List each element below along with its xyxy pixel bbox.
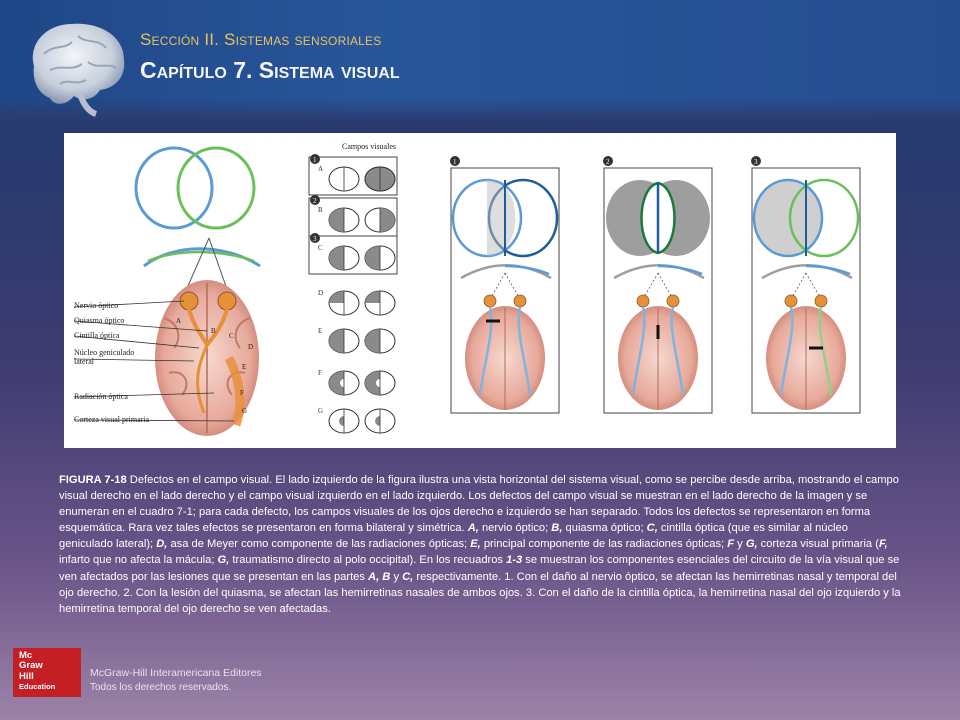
step-number-badge: [310, 154, 320, 164]
caption-segment: nervio óptico;: [478, 522, 552, 535]
rights-text: Todos los derechos reservados.: [90, 682, 232, 693]
lesion-mark: [809, 346, 823, 350]
step-number: 3: [313, 235, 317, 243]
visual-pathway-diagram: Nervio óptico Quiasma óptico Cintilla óp…: [73, 146, 261, 436]
caption-segment: E,: [470, 538, 481, 551]
caption-segment: D,: [156, 538, 168, 551]
lesion-mark: [656, 325, 660, 339]
label-lateral: lateral: [74, 357, 95, 366]
panel-number: 2: [606, 158, 610, 166]
visual-field-circle: [364, 408, 396, 434]
label-cintilla-optica: Cintilla óptica: [74, 331, 120, 340]
caption-segment: A, B: [368, 570, 391, 583]
step-number: 2: [313, 197, 317, 205]
section-title: Sección II. Sistemas sensoriales: [140, 30, 382, 49]
caption-text: Defectos en el campo visual. El lado izq…: [59, 474, 901, 615]
label-nervio-optico: Nervio óptico: [74, 301, 118, 310]
caption-segment: corteza visual primaria (: [757, 538, 879, 551]
visual-field-circle: [328, 166, 360, 192]
caption-segment: C,: [402, 570, 414, 583]
caption-segment: F: [727, 538, 735, 551]
caption-segment: respectivamente. 1. Con el daño al nervi…: [59, 570, 901, 615]
visual-field-circle: [364, 370, 396, 396]
panel-number: 3: [754, 158, 758, 166]
visual-field-circle: [364, 207, 396, 233]
visual-field-circle: [364, 166, 396, 192]
figure-panel: Nervio óptico Quiasma óptico Cintilla óp…: [64, 133, 896, 448]
lesion-panel-3: 3: [751, 156, 861, 414]
brain-letter-b: B: [211, 327, 216, 335]
visual-field-circle: [364, 245, 396, 271]
caption-segment: cintilla óptica (que es similar al núcle…: [59, 522, 848, 551]
logo-line-mc: Mc: [19, 650, 33, 661]
logo-line-hill: Hill: [19, 670, 34, 682]
label-corteza-visual-primaria: Corteza visual primaria: [74, 415, 150, 424]
logo-line-graw: Graw: [19, 660, 43, 672]
label-radiacion-optica: Radiación óptica: [74, 392, 128, 401]
lesion-panels: 1 2 3: [450, 156, 861, 414]
brain-icon: [32, 23, 125, 117]
chapter-title: Capítulo 7. Sistema visual: [140, 57, 400, 83]
caption-segment: asa de Meyer como componente de las radi…: [167, 538, 471, 551]
field-row-letter: C: [318, 244, 323, 252]
lesion-panel-1: 1: [450, 156, 560, 414]
caption-segment: B,: [551, 522, 563, 535]
brain-letter-g: G: [242, 407, 247, 415]
caption-label: FIGURA 7-18: [59, 474, 127, 486]
lesion-panel-2: 2: [603, 156, 713, 414]
logo-line-education: Education: [19, 681, 56, 691]
field-row-box: [308, 235, 398, 275]
visual-fields-title: Campos visuales: [342, 142, 396, 151]
brain-letter-e: E: [242, 363, 246, 371]
caption-segment: quiasma óptico;: [562, 522, 647, 535]
brain-letter-f: F: [240, 389, 244, 397]
caption-segment: y: [734, 538, 746, 551]
caption-segment: G,: [217, 554, 230, 567]
visual-field-circle: [328, 370, 360, 396]
visual-field-circle: [328, 207, 360, 233]
mcgraw-hill-logo: Mc Graw Hill Education: [13, 648, 81, 697]
step-number: 1: [313, 156, 317, 164]
figure-caption: FIGURA 7-18 Defectos en el campo visual.…: [59, 472, 901, 617]
visual-field-circle: [328, 245, 360, 271]
caption-segment: C,: [646, 522, 658, 535]
step-number-badge: [310, 195, 320, 205]
field-row-letter: A: [318, 165, 323, 173]
caption-segment: F,: [878, 538, 888, 551]
caption-segment: infarto que no afecta la mácula;: [59, 554, 218, 567]
label-nucleo-geniculado: Núcleo geniculado: [74, 348, 134, 357]
panel-number: 1: [453, 158, 457, 166]
header-band: [0, 0, 960, 120]
field-row-letter: B: [318, 206, 323, 214]
lesion-mark: [486, 319, 500, 323]
field-row-letter: G: [318, 407, 323, 415]
field-row-box: [308, 156, 398, 196]
caption-segment: Defectos en el campo visual. El lado izq…: [59, 474, 899, 535]
visual-field-circle: [328, 290, 360, 316]
visual-fields-table: Campos visuales 1A 2B 3C D E F G: [308, 142, 398, 434]
brain-letter-d: D: [248, 343, 253, 351]
visual-field-circle: [328, 408, 360, 434]
caption-segment: A,: [467, 522, 479, 535]
caption-segment: 1-3: [506, 554, 523, 567]
brain-letter-c: C: [229, 332, 234, 340]
caption-segment: traumatismo directo al polo occipital). …: [229, 554, 507, 567]
step-number-badge: [310, 233, 320, 243]
caption-segment: se muestran los componentes esenciales d…: [59, 554, 900, 583]
brain-letter-a: A: [176, 317, 181, 325]
caption-segment: G,: [745, 538, 758, 551]
caption-segment: principal componente de las radiaciones …: [480, 538, 728, 551]
field-row-letter: F: [318, 369, 322, 377]
publisher-text: McGraw-Hill Interamericana Editores: [90, 667, 262, 679]
caption-segment: y: [390, 570, 403, 583]
label-quiasma-optico: Quiasma óptico: [74, 316, 124, 325]
visual-field-circle: [364, 290, 396, 316]
field-row-letter: D: [318, 289, 323, 297]
visual-field-circle: [328, 328, 360, 354]
visual-field-figure: Nervio óptico Quiasma óptico Cintilla óp…: [64, 133, 896, 448]
field-row-letter: E: [318, 327, 322, 335]
visual-field-circle: [364, 328, 396, 354]
